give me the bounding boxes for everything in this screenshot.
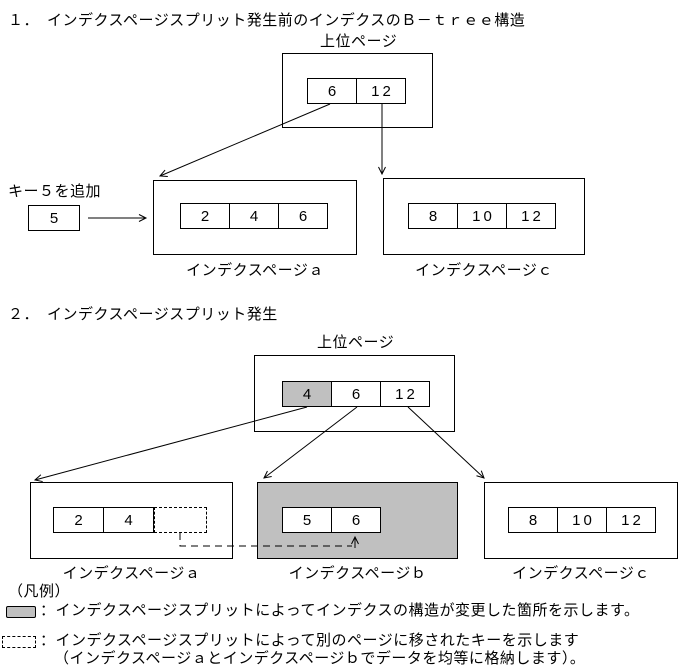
index-key-cell: 10 <box>557 507 607 533</box>
key-insert-box: 5 <box>28 205 80 231</box>
section2-page-a-cells: 2 4 <box>53 507 154 533</box>
legend-gray-text: ：インデクスページスプリットによってインデクスの構造が変更した箇所を示します。 <box>40 602 640 619</box>
key-insert-value-cell: 5 <box>28 205 80 231</box>
index-key-cell: 5 <box>282 507 332 533</box>
section1-heading: １． インデクスページスプリット発生前のインデクスのＢ－ｔｒｅｅ構造 <box>8 12 526 29</box>
legend-gray-swatch <box>6 606 36 618</box>
section1-top-page-cells: 6 12 <box>307 78 406 104</box>
index-key-cell: 10 <box>457 203 507 229</box>
section1-page-c-cells: 8 10 12 <box>408 203 556 229</box>
section1-page-a-cells: 2 4 6 <box>180 203 328 229</box>
index-key-cell: 2 <box>53 507 104 533</box>
section2-heading: ２． インデクスページスプリット発生 <box>8 306 278 323</box>
section2-top-page-label: 上位ページ <box>317 334 395 351</box>
section2-page-c-label: インデクスページｃ <box>512 565 650 582</box>
legend-dashed-swatch <box>2 636 36 648</box>
key-insert-label: キー５を追加 <box>8 183 102 200</box>
section2-page-a-label: インデクスページａ <box>62 565 201 582</box>
section1-top-page-label: 上位ページ <box>320 33 398 50</box>
section2-top-page-cells: 4 6 12 <box>282 381 430 407</box>
section2-page-b-label: インデクスページｂ <box>288 565 427 582</box>
index-key-cell: 2 <box>180 203 230 229</box>
index-key-cell: 12 <box>356 78 406 104</box>
moved-key-dashed-cell <box>154 507 207 533</box>
index-key-cell: 8 <box>408 203 458 229</box>
section2-page-b-cells: 5 6 <box>282 507 381 533</box>
legend-dashed-subtext: （インデクスページａとインデクスページｂでデータを均等に格納します）。 <box>54 650 586 667</box>
index-key-cell: 4 <box>103 507 154 533</box>
section2-page-c-cells: 8 10 12 <box>508 507 656 533</box>
index-key-cell-highlighted: 4 <box>282 381 332 407</box>
index-key-cell: 6 <box>331 381 381 407</box>
index-key-cell: 6 <box>278 203 328 229</box>
section1-page-a-label: インデクスページａ <box>186 262 324 279</box>
legend-title: （凡例） <box>8 583 71 600</box>
section1-page-c-label: インデクスページｃ <box>415 262 553 279</box>
index-key-cell: 6 <box>331 507 381 533</box>
index-key-cell: 12 <box>380 381 430 407</box>
index-key-cell: 6 <box>307 78 357 104</box>
index-key-cell: 4 <box>229 203 279 229</box>
index-key-cell: 8 <box>508 507 558 533</box>
legend-dashed-text: ：インデクスページスプリットによって別のページに移されたキーを示します <box>40 632 580 649</box>
index-key-cell: 12 <box>606 507 656 533</box>
index-key-cell: 12 <box>506 203 556 229</box>
